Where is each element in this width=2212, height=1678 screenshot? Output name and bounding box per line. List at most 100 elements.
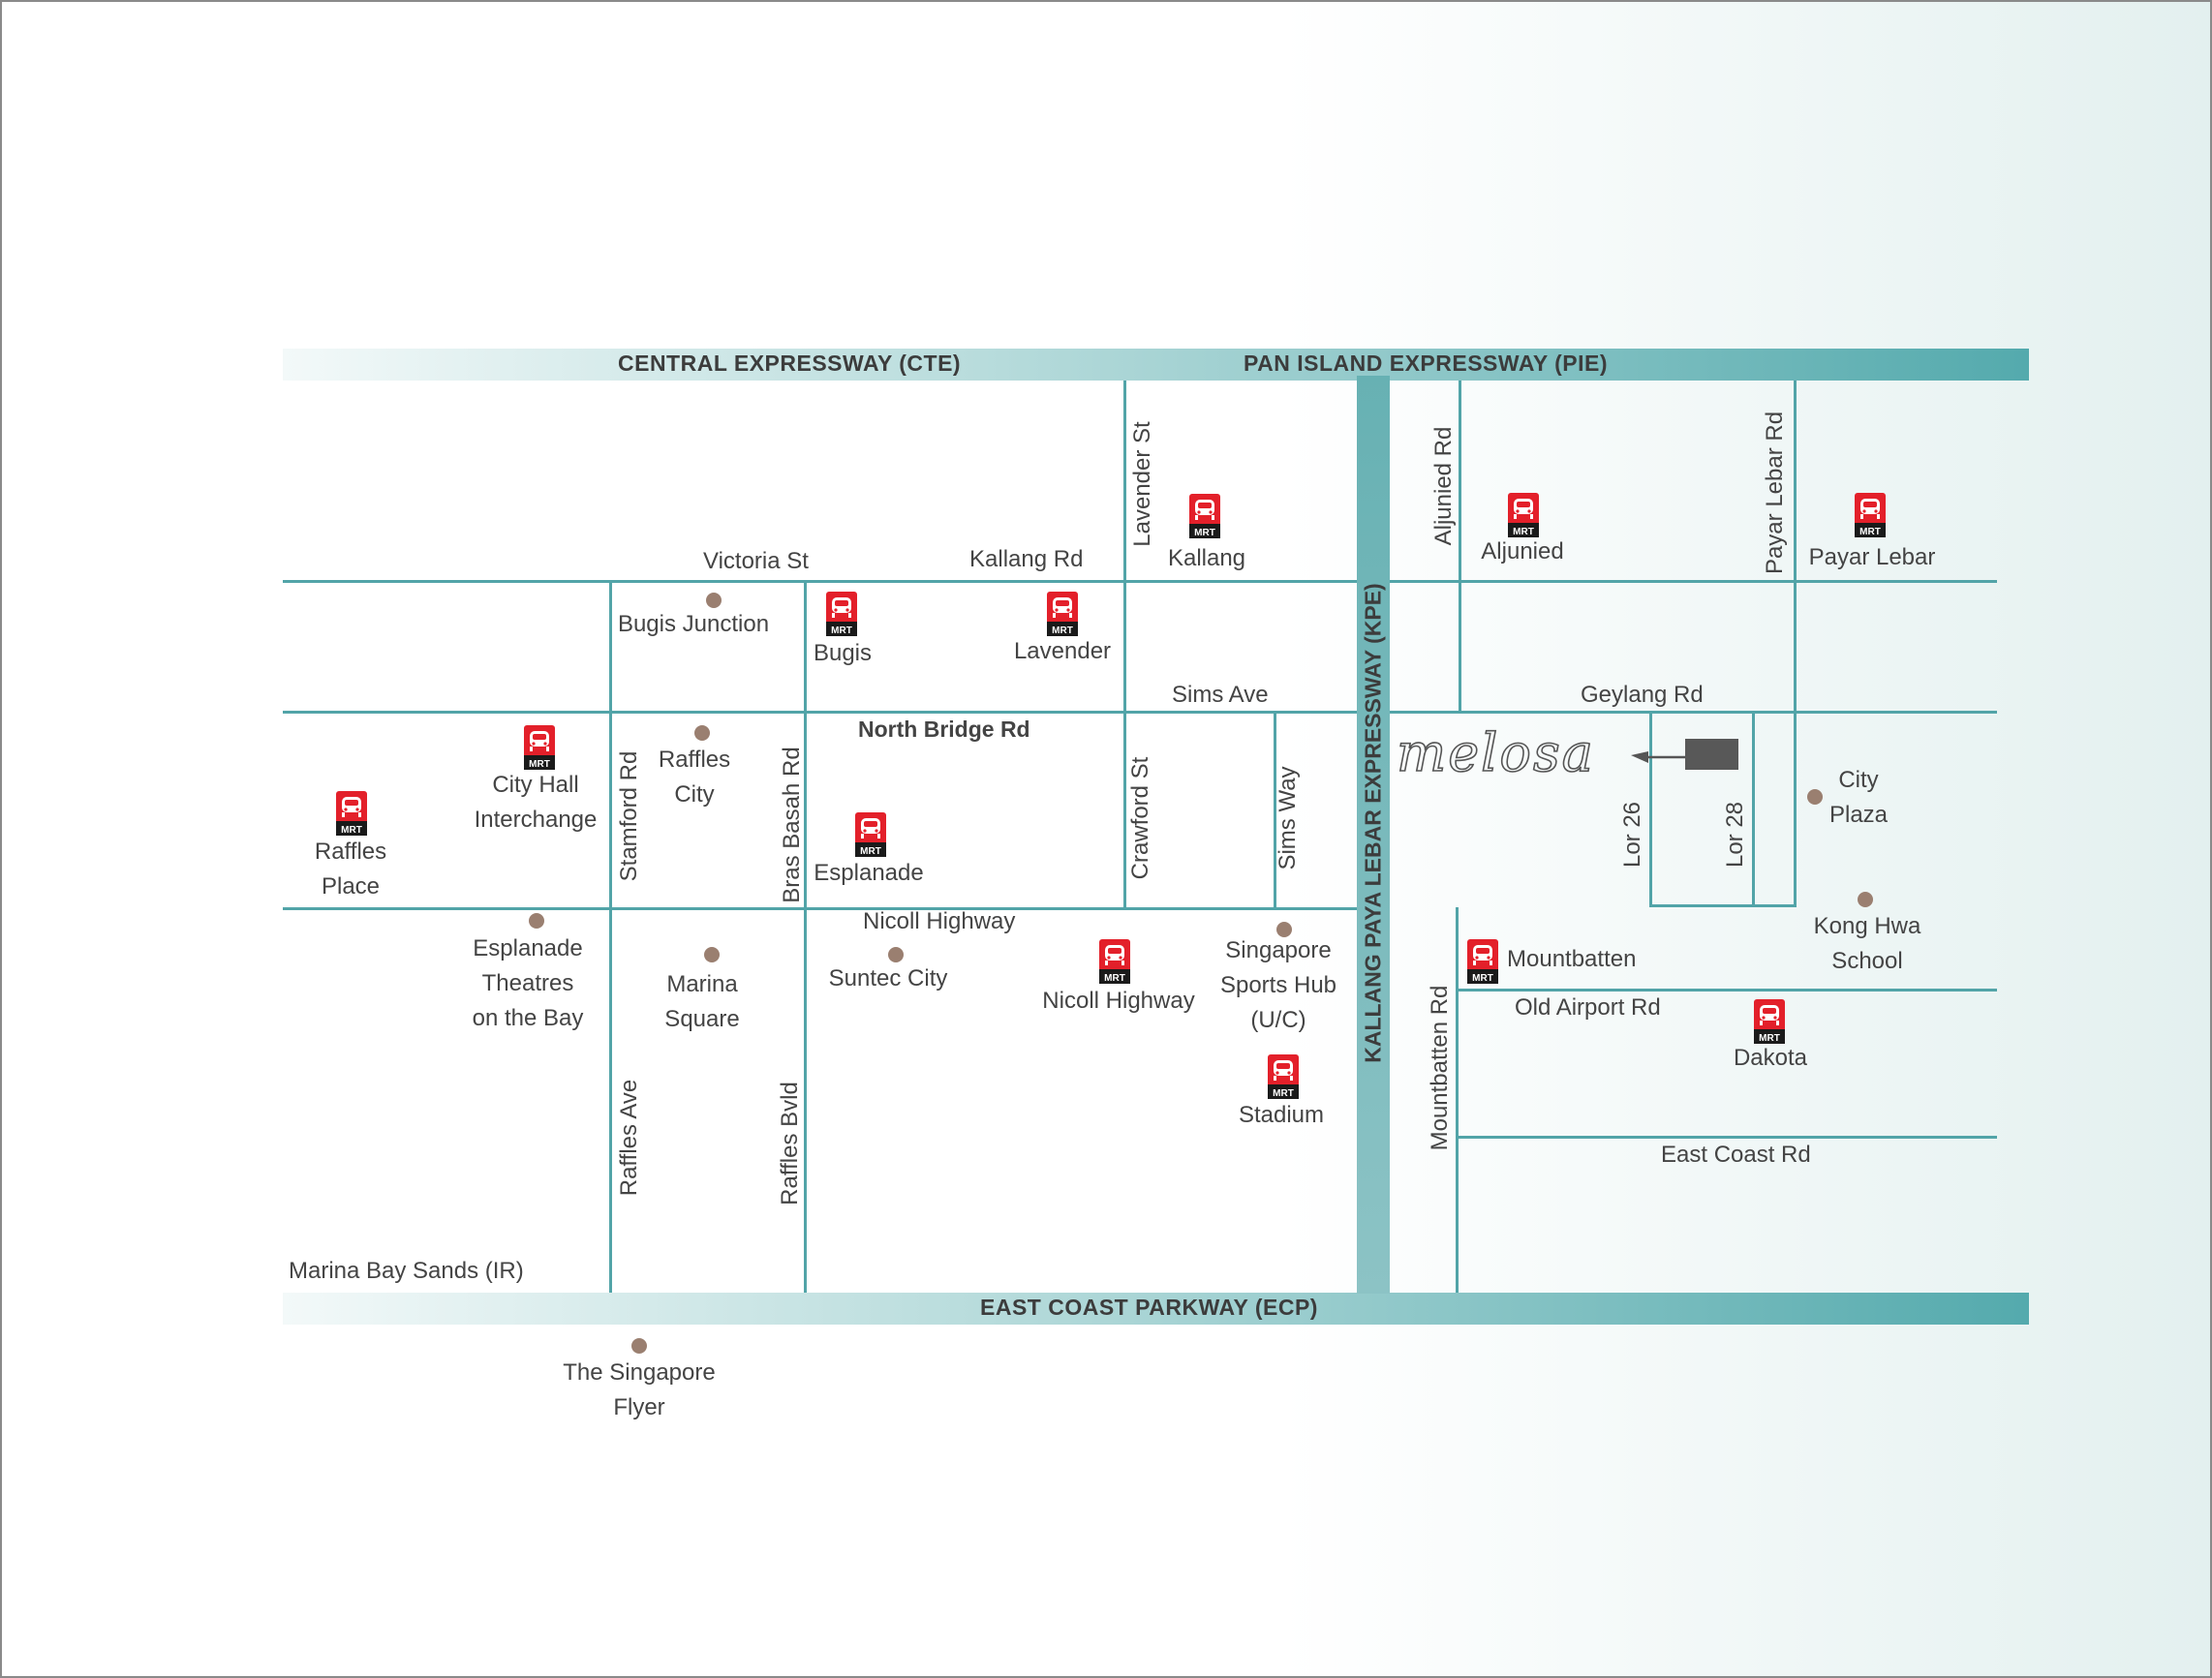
esplanade-theatres-label-2: Theatres: [481, 970, 574, 996]
aljunied-rd-label: Aljunied Rd: [1430, 426, 1457, 546]
esplanade-mrt-icon: MRT: [855, 812, 886, 857]
north-bridge-rd-label: North Bridge Rd: [858, 717, 1030, 742]
raffles-city-label-1: Raffles: [658, 747, 731, 773]
sports-hub-label-2: Sports Hub: [1219, 972, 1337, 998]
svg-text:MRT: MRT: [1759, 1033, 1780, 1044]
esplanade-station-label: Esplanade: [814, 860, 924, 886]
old-airport-rd-road: [1457, 989, 1997, 992]
dakota-mrt-icon: MRT: [1754, 999, 1785, 1044]
lor-connector-road: [1651, 904, 1797, 907]
kallang-station-label: Kallang: [1167, 545, 1246, 571]
sports-hub-label-1: Singapore: [1225, 937, 1332, 963]
pie-label: PAN ISLAND EXPRESSWAY (PIE): [1244, 351, 1609, 376]
melosa-logo: melosa: [1396, 721, 1687, 784]
stamford-raffles-ave-road: [609, 580, 612, 1293]
dakota-station-label: Dakota: [1733, 1045, 1808, 1071]
city-plaza-label-2: Plaza: [1828, 802, 1889, 828]
singapore-flyer-label-1: The Singapore: [563, 1359, 716, 1386]
stadium-mrt-icon: MRT: [1268, 1054, 1299, 1099]
lor-26-road: [1649, 711, 1652, 907]
sims-way-label: Sims Way: [1275, 766, 1301, 870]
svg-text:MRT: MRT: [1472, 973, 1493, 984]
city-hall-station-label-2: Interchange: [474, 807, 598, 833]
marina-bay-sands-label: Marina Bay Sands (IR): [289, 1258, 524, 1284]
city-plaza-dot: [1807, 789, 1823, 805]
kpe-expressway: [1357, 376, 1390, 1294]
stadium-station-label: Stadium: [1238, 1102, 1325, 1128]
singapore-flyer-dot: [631, 1338, 647, 1354]
sims-way-road: [1274, 711, 1276, 907]
bras-basah-raffles-bvld-road: [804, 580, 807, 1293]
crawford-st-label: Crawford St: [1127, 756, 1153, 880]
svg-text:MRT: MRT: [1104, 973, 1125, 984]
svg-text:MRT: MRT: [341, 825, 362, 836]
cte-pie-expressway-band: [283, 349, 2029, 381]
lavender-mrt-icon: MRT: [1047, 592, 1078, 636]
nicoll-highway-road-label: Nicoll Highway: [863, 908, 1016, 934]
east-coast-rd-road: [1457, 1136, 1997, 1139]
kallang-rd-label: Kallang Rd: [969, 546, 1084, 572]
esplanade-theatres-label-1: Esplanade: [473, 935, 583, 961]
svg-text:MRT: MRT: [1273, 1088, 1294, 1099]
marina-square-dot: [704, 947, 720, 962]
stamford-rd-label: Stamford Rd: [616, 750, 642, 882]
mountbatten-rd-road: [1456, 907, 1459, 1293]
kallang-mrt-icon: MRT: [1189, 494, 1220, 538]
suntec-city-dot: [888, 947, 904, 962]
geylang-rd-label: Geylang Rd: [1581, 682, 1704, 708]
city-plaza-label-1: City: [1838, 767, 1879, 793]
bugis-junction-label: Bugis Junction: [617, 611, 770, 637]
esplanade-theatres-dot: [529, 913, 544, 929]
svg-text:MRT: MRT: [1513, 527, 1534, 537]
kong-hwa-school-label-2: School: [1831, 948, 1903, 974]
raffles-ave-label: Raffles Ave: [616, 1079, 642, 1197]
payar-lebar-mrt-icon: MRT: [1855, 493, 1886, 537]
singapore-flyer-label-2: Flyer: [613, 1394, 665, 1420]
mountbatten-station-label: Mountbatten: [1507, 946, 1637, 972]
svg-text:MRT: MRT: [831, 625, 852, 636]
lavender-st-label: Lavender St: [1129, 421, 1155, 547]
esplanade-theatres-label-3: on the Bay: [472, 1005, 584, 1031]
bugis-station-label: Bugis: [813, 640, 873, 666]
kong-hwa-school-label-1: Kong Hwa: [1813, 913, 1921, 939]
raffles-place-mrt-icon: MRT: [336, 791, 367, 836]
marina-square-label-1: Marina: [666, 971, 738, 997]
svg-text:MRT: MRT: [860, 846, 881, 857]
sims-ave-label: Sims Ave: [1172, 682, 1269, 708]
kong-hwa-school-dot: [1858, 892, 1873, 907]
lavender-st-road: [1123, 381, 1126, 711]
melosa-site-marker: [1685, 739, 1738, 770]
city-hall-mrt-icon: MRT: [524, 725, 555, 770]
lor-28-road: [1752, 711, 1755, 907]
east-coast-rd-label: East Coast Rd: [1661, 1142, 1811, 1168]
marina-square-label-2: Square: [664, 1006, 740, 1032]
payar-lebar-station-label: Payar Lebar: [1808, 544, 1936, 570]
bugis-mrt-icon: MRT: [826, 592, 857, 636]
aljunied-rd-road: [1459, 381, 1461, 711]
lavender-station-label: Lavender: [1013, 638, 1112, 664]
payar-lebar-rd-road: [1794, 381, 1797, 907]
payar-lebar-rd-label: Payar Lebar Rd: [1762, 411, 1788, 575]
sports-hub-label-3: (U/C): [1250, 1007, 1306, 1033]
cte-label: CENTRAL EXPRESSWAY (CTE): [618, 351, 962, 376]
svg-text:MRT: MRT: [1194, 528, 1215, 538]
kpe-label: KALLANG PAYA LEBAR EXPRESSWAY (KPE): [1360, 583, 1386, 1063]
svg-text:MRT: MRT: [1859, 527, 1881, 537]
old-airport-rd-label: Old Airport Rd: [1515, 994, 1661, 1021]
raffles-place-station-label-1: Raffles: [314, 839, 387, 865]
suntec-city-label: Suntec City: [828, 965, 948, 992]
raffles-place-station-label-2: Place: [321, 873, 381, 900]
raffles-city-dot: [694, 725, 710, 741]
lor-28-label: Lor 28: [1722, 801, 1748, 869]
aljunied-mrt-icon: MRT: [1508, 493, 1539, 537]
lor-26-label: Lor 26: [1619, 801, 1645, 869]
bras-basah-rd-label: Bras Basah Rd: [779, 747, 805, 903]
svg-text:MRT: MRT: [529, 759, 550, 770]
nicoll-highway-road: [283, 907, 1357, 910]
raffles-bvld-label: Raffles Bvld: [777, 1082, 803, 1205]
nicoll-highway-mrt-icon: MRT: [1099, 939, 1130, 984]
victoria-st-road: [283, 580, 1357, 583]
bugis-junction-dot: [706, 593, 722, 608]
aljunied-row-road: [1390, 580, 1997, 583]
